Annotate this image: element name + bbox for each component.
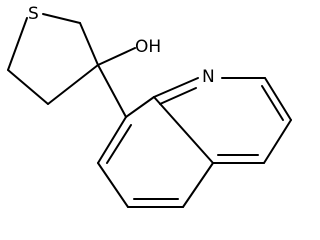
- bond-c2-c3q-inner: [261, 85, 284, 121]
- atom-sulfur-label: S: [28, 4, 39, 24]
- bond-c2-c3: [79, 22, 99, 66]
- bond-c3-c8: [97, 64, 127, 118]
- bond-c3-oh: [97, 47, 136, 66]
- bond-c5-s: [7, 17, 28, 71]
- structure-svg: S OH N: [7, 4, 292, 208]
- pyridine-ring: [153, 77, 292, 164]
- bond-c8-c7-inner: [106, 124, 132, 164]
- thiolane-ring: [7, 13, 99, 105]
- bond-c8a-c8: [125, 96, 155, 118]
- atom-hydroxyl-label: OH: [135, 37, 161, 57]
- molecule-diagram: S OH N: [7, 4, 292, 208]
- bond-c2-c3q: [264, 77, 292, 121]
- bond-c5-c4a: [182, 162, 214, 208]
- bond-c3-c4: [47, 64, 99, 105]
- bond-c8a-n1-inner: [159, 87, 197, 105]
- bond-c7-c6: [97, 162, 129, 208]
- bond-c8-c7: [97, 116, 127, 164]
- bond-s-c2: [42, 13, 81, 24]
- benzene-ring: [97, 96, 214, 208]
- bond-c4-c5: [7, 69, 49, 105]
- bond-c4a-c8a: [153, 96, 214, 164]
- bond-c3q-c4: [263, 119, 292, 164]
- atom-nitrogen-label: N: [202, 67, 215, 87]
- bond-c8a-n1: [153, 77, 199, 98]
